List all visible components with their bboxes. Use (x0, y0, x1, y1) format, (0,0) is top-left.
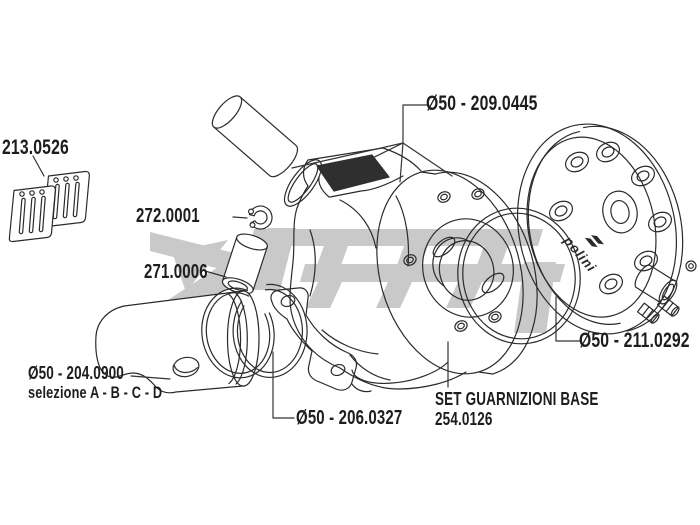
watermark-bar (311, 229, 354, 282)
exhaust-bracket (270, 287, 358, 391)
head-boss (548, 200, 574, 222)
watermark-bar (306, 282, 342, 308)
coolant-spigot (634, 264, 678, 305)
cylinder-drawing (270, 147, 538, 393)
label-piston: Ø50 - 204.0900 selezione A - B - C - D (28, 363, 162, 402)
hose-fitting (656, 295, 680, 317)
head-boss (595, 141, 621, 163)
label-cylinder-head: Ø50 - 211.0292 (579, 329, 690, 352)
label-gasket-set-title: SET GUARNIZIONI BASE (435, 389, 599, 409)
head-gasket-surface (422, 218, 514, 318)
gasket-slot (481, 272, 505, 294)
reed-petal-slots (18, 195, 46, 235)
label-reed-valves: 213.0526 (2, 136, 69, 159)
label-piston-selection: selezione A - B - C - D (28, 383, 163, 403)
label-gasket-set: SET GUARNIZIONI BASE 254.0126 (435, 389, 599, 429)
leader-reed-valves (32, 155, 45, 177)
polini-logo-mark (584, 235, 605, 248)
head-boss (647, 211, 673, 233)
stud-hole (454, 320, 468, 332)
leader-piston-rings (272, 351, 295, 419)
leader-lines (32, 104, 582, 419)
leader-piston (130, 375, 171, 380)
label-cylinder: Ø50 - 209.0445 (426, 92, 538, 115)
head-boss (564, 151, 590, 173)
hose-fitting (636, 302, 660, 324)
piston-rings-drawing (201, 283, 308, 379)
leader-circlip (232, 216, 248, 219)
circlip-drawing (248, 205, 273, 230)
reed-petals-drawing (8, 170, 90, 243)
stud-hole (437, 191, 451, 203)
leader-cylinder-head (555, 296, 582, 342)
head-boss (630, 165, 656, 187)
leader-cylinder (291, 104, 453, 183)
o-ring-drawing (283, 159, 323, 207)
head-boss (633, 250, 659, 272)
label-circlip: 272.0001 (136, 205, 200, 227)
head-boss (598, 273, 624, 295)
watermark-bar (446, 282, 482, 308)
spark-plug-hole (602, 190, 638, 234)
label-piston-pin: 271.0006 (144, 261, 208, 283)
label-piston-rings: Ø50 - 206.0327 (296, 407, 403, 429)
piston-pin-hole (172, 356, 200, 378)
stud-hole (471, 188, 485, 200)
watermark-bar (376, 282, 412, 308)
watermark-bar (471, 229, 514, 282)
leader-piston-pin (204, 270, 227, 278)
piston-pin-drawing (221, 233, 268, 295)
reed-petal-slots (52, 181, 80, 220)
stud-hole (403, 254, 417, 266)
label-gasket-set-part-no: 254.0126 (435, 409, 493, 430)
watermark-bar (252, 228, 296, 290)
head-gasket-ring-drawing (457, 207, 581, 345)
intake-port (316, 154, 390, 192)
sleeve-tube-drawing (211, 95, 299, 178)
stud-hole (488, 311, 502, 323)
label-piston-part-no: Ø50 - 204.0900 (28, 363, 124, 383)
watermark-arrow (172, 240, 228, 292)
cylinder-head-drawing: polini (516, 123, 697, 335)
